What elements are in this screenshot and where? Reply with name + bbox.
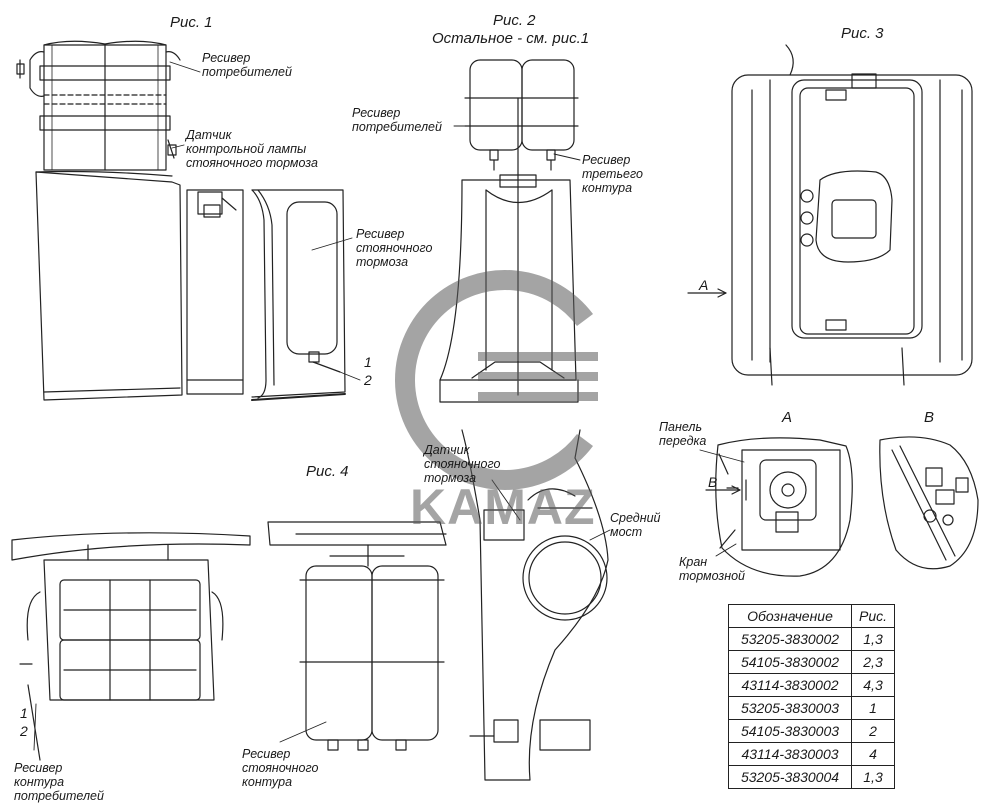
table-cell-figure: 2 (851, 719, 895, 743)
table-row: 43114-3830003 4 (728, 742, 895, 766)
table-cell-figure: 2,3 (851, 650, 895, 674)
view-a-detail (715, 437, 853, 577)
table-cell-designation: 53205-3830002 (728, 627, 852, 651)
watermark-brand: KAMAZ (410, 479, 596, 535)
spec-table-header: Обозначение Рис. (728, 604, 895, 628)
fig4-title: Рис. 4 (306, 463, 349, 480)
table-cell-figure: 4,3 (851, 673, 895, 697)
view-a-title: A (782, 409, 793, 426)
table-cell-designation: 53205-3830003 (728, 696, 852, 720)
table-cell-designation: 53205-3830004 (728, 765, 852, 789)
fig2-title: Рис. 2 (493, 12, 536, 29)
header-figure: Рис. (851, 604, 895, 628)
fig3-cab-top-view (731, 44, 973, 386)
fig2-subtitle: Остальное - см. рис.1 (432, 30, 590, 47)
table-row: 43114-3830002 4,3 (728, 673, 895, 697)
fig2-cross-member (439, 174, 579, 403)
table-cell-figure: 4 (851, 742, 895, 766)
table-cell-figure: 1,3 (851, 627, 895, 651)
table-cell-designation: 43114-3830002 (728, 673, 852, 697)
fig1-parking-receiver-detail (186, 189, 346, 401)
fig4-middle-axle (461, 429, 609, 781)
view-b-detail (879, 436, 979, 570)
fig4-frame-left (11, 532, 251, 761)
fig2-receiver-assembly (464, 59, 579, 396)
table-row: 53205-3830004 1,3 (728, 765, 895, 789)
watermark-logo (395, 270, 598, 490)
spec-table: Обозначение Рис. 53205-3830002 1,3 54105… (728, 604, 895, 789)
table-cell-designation: 54105-3830002 (728, 650, 852, 674)
table-cell-figure: 1,3 (851, 765, 895, 789)
arrow-a-head (717, 288, 727, 298)
arrow-a-label: A (699, 277, 709, 293)
fig3-title: Рис. 3 (841, 25, 884, 42)
table-row: 54105-3830003 2 (728, 719, 895, 743)
marker-1-fig4: 1 (20, 705, 28, 721)
fig1-receiver-assembly (16, 40, 181, 171)
marker-2-fig4: 2 (20, 723, 28, 739)
arrow-b-head (731, 485, 741, 495)
arrow-b-label: B (708, 474, 718, 490)
table-cell-designation: 54105-3830003 (728, 719, 852, 743)
table-row: 53205-3830002 1,3 (728, 627, 895, 651)
table-row: 53205-3830003 1 (728, 696, 895, 720)
marker-2-fig1: 2 (364, 372, 372, 388)
fig4-frame-right (267, 521, 447, 751)
view-b-title: B (924, 409, 935, 426)
fig1-title: Рис. 1 (170, 14, 213, 31)
marker-1-fig1: 1 (364, 354, 372, 370)
fig1-side-member (35, 170, 183, 401)
table-cell-designation: 43114-3830003 (728, 742, 852, 766)
table-row: 54105-3830002 2,3 (728, 650, 895, 674)
header-designation: Обозначение (728, 604, 852, 628)
table-cell-figure: 1 (851, 696, 895, 720)
